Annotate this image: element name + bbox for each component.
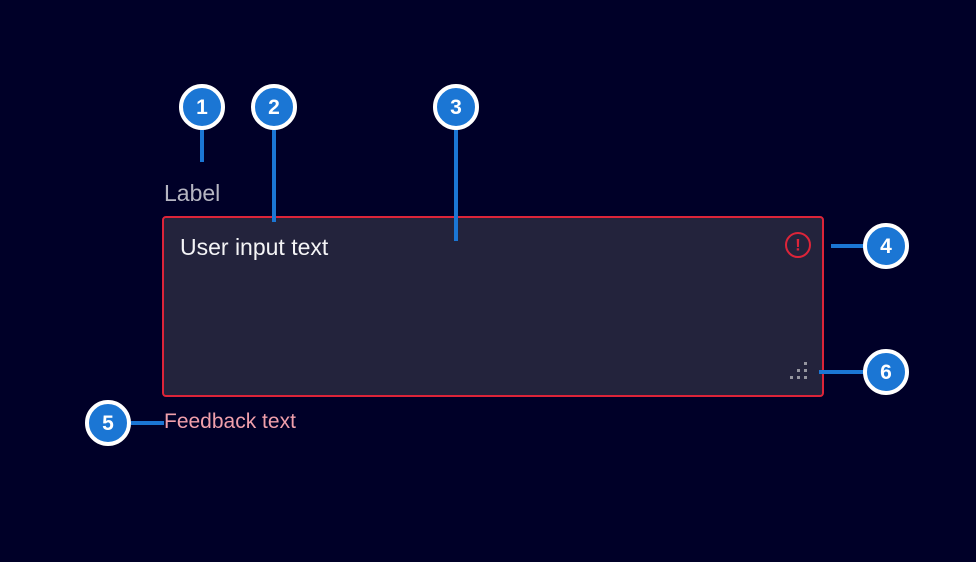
callout-number: 1 [196, 95, 208, 119]
textarea-label: Label [164, 180, 221, 206]
callout-number: 6 [880, 360, 892, 384]
callout-line-2 [272, 129, 276, 222]
error-alert-glyph: ! [795, 235, 801, 254]
callout-badge-3: 3 [433, 84, 479, 130]
callout-badge-2: 2 [251, 84, 297, 130]
resize-grip-icon[interactable] [790, 362, 808, 380]
textarea-value: User input text [180, 234, 329, 260]
callout-line-3 [454, 129, 458, 241]
callout-line-1 [200, 129, 204, 162]
feedback-text: Feedback text [164, 410, 296, 433]
callout-line-5 [131, 421, 164, 425]
callout-number: 2 [268, 95, 280, 119]
callout-badge-1: 1 [179, 84, 225, 130]
callout-line-6 [819, 370, 864, 374]
callout-number: 3 [450, 95, 462, 119]
callout-badge-4: 4 [863, 223, 909, 269]
error-alert-icon: ! [785, 232, 811, 258]
callout-badge-6: 6 [863, 349, 909, 395]
callout-number: 4 [880, 234, 892, 258]
callout-number: 5 [102, 411, 114, 435]
callout-badge-5: 5 [85, 400, 131, 446]
textarea-field[interactable]: User input text ! [162, 216, 824, 397]
callout-line-4 [831, 244, 864, 248]
